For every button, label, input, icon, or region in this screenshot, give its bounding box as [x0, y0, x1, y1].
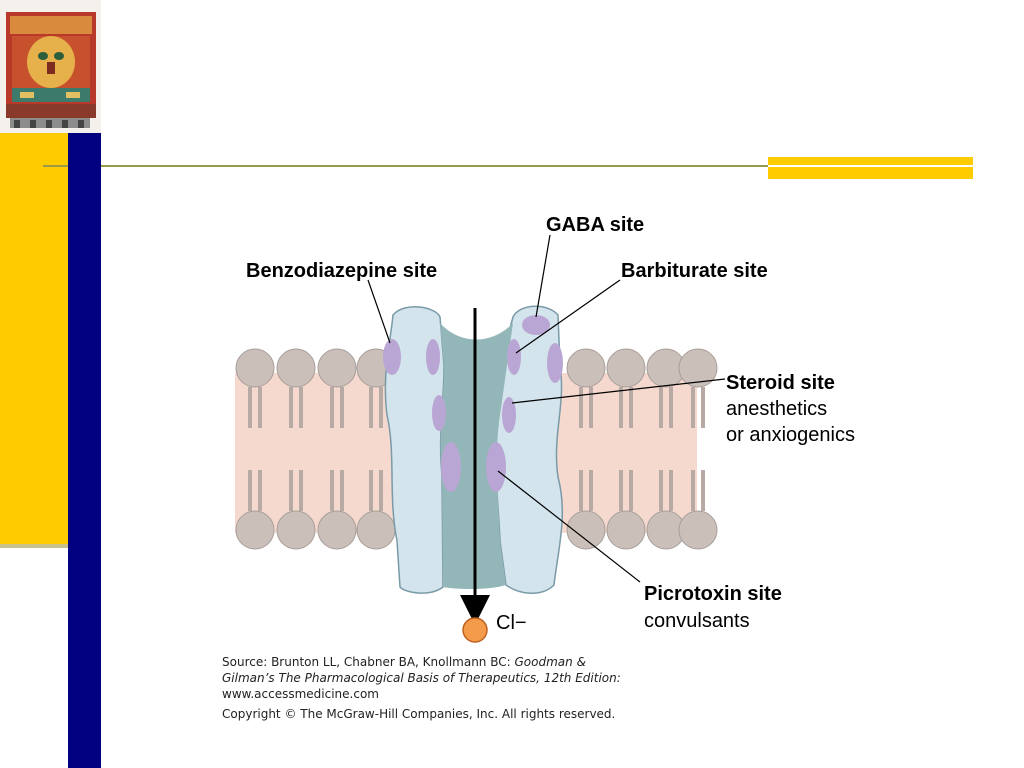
binding-site-patch: [426, 339, 440, 375]
yellow-side-bar: [0, 133, 68, 546]
mural-building-logo: [0, 0, 101, 133]
picrotoxin-site-label: Picrotoxin site: [644, 583, 782, 605]
lipid-head: [276, 348, 316, 388]
benzodiazepine-binding-site: [383, 339, 401, 375]
lipid-heads: [235, 348, 718, 550]
binding-site-patch: [432, 395, 446, 431]
lipid-head: [276, 510, 316, 550]
chloride-ion-label: Cl−: [496, 612, 527, 634]
source-url: www.accessmedicine.com: [222, 687, 379, 701]
barbiturate-binding-site: [507, 339, 521, 375]
benzodiazepine-leader: [367, 279, 391, 344]
picrotoxin-binding-site: [486, 442, 506, 492]
source-line-2: Gilman’s The Pharmacological Basis of Th…: [222, 670, 742, 686]
steroid-site-effect-1: anesthetics: [726, 398, 827, 420]
mural-building-logo-icon: [0, 0, 101, 133]
gaba-receptor-diagram: GABA site Benzodiazepine site Barbiturat…: [235, 214, 855, 643]
copyright-notice: Copyright © The McGraw-Hill Companies, I…: [222, 707, 616, 721]
chloride-ion: [462, 617, 488, 643]
source-title-part-1: Goodman &: [514, 655, 586, 669]
yellow-bar-shadow: [0, 544, 68, 548]
leader-lines: [367, 234, 726, 583]
gaba-binding-site: [522, 315, 550, 335]
barbiturate-leader: [515, 279, 621, 354]
lipid-head: [317, 510, 357, 550]
lipid-head: [678, 510, 718, 550]
lipid-head: [235, 348, 275, 388]
header-accent-line: [768, 165, 973, 167]
lipid-head: [566, 348, 606, 388]
lipid-head: [606, 348, 646, 388]
gaba-a-receptor-channel: [383, 305, 563, 594]
picrotoxin-site-effect: convulsants: [644, 610, 750, 632]
source-line-1: Source: Brunton LL, Chabner BA, Knollman…: [222, 654, 742, 670]
lipid-head: [317, 348, 357, 388]
binding-site-patch: [441, 442, 461, 492]
source-title-part-2: Gilman’s The Pharmacological Basis of Th…: [222, 671, 621, 685]
gaba-leader: [535, 234, 551, 318]
figure-source-caption: Source: Brunton LL, Chabner BA, Knollman…: [222, 654, 742, 722]
gaba-site-label: GABA site: [546, 214, 644, 236]
steroid-binding-site: [502, 397, 516, 433]
steroid-leader: [511, 378, 726, 404]
lipid-head: [235, 510, 275, 550]
lipid-tails: [248, 387, 705, 511]
steroid-site-effect-2: or anxiogenics: [726, 424, 855, 446]
barbiturate-site-label: Barbiturate site: [621, 260, 768, 282]
lipid-head: [606, 510, 646, 550]
binding-site-patch: [547, 343, 563, 383]
header-accent-bar: [768, 157, 973, 179]
source-authors: Source: Brunton LL, Chabner BA, Knollman…: [222, 655, 515, 669]
header-rule-left: [43, 165, 68, 167]
benzodiazepine-site-label: Benzodiazepine site: [246, 260, 437, 282]
lipid-head: [678, 348, 718, 388]
header-rule: [101, 165, 768, 167]
steroid-site-label: Steroid site: [726, 372, 835, 394]
lipid-head: [356, 510, 396, 550]
lipid-head: [566, 510, 606, 550]
navy-side-bar: [68, 133, 101, 768]
picrotoxin-leader: [497, 470, 641, 583]
